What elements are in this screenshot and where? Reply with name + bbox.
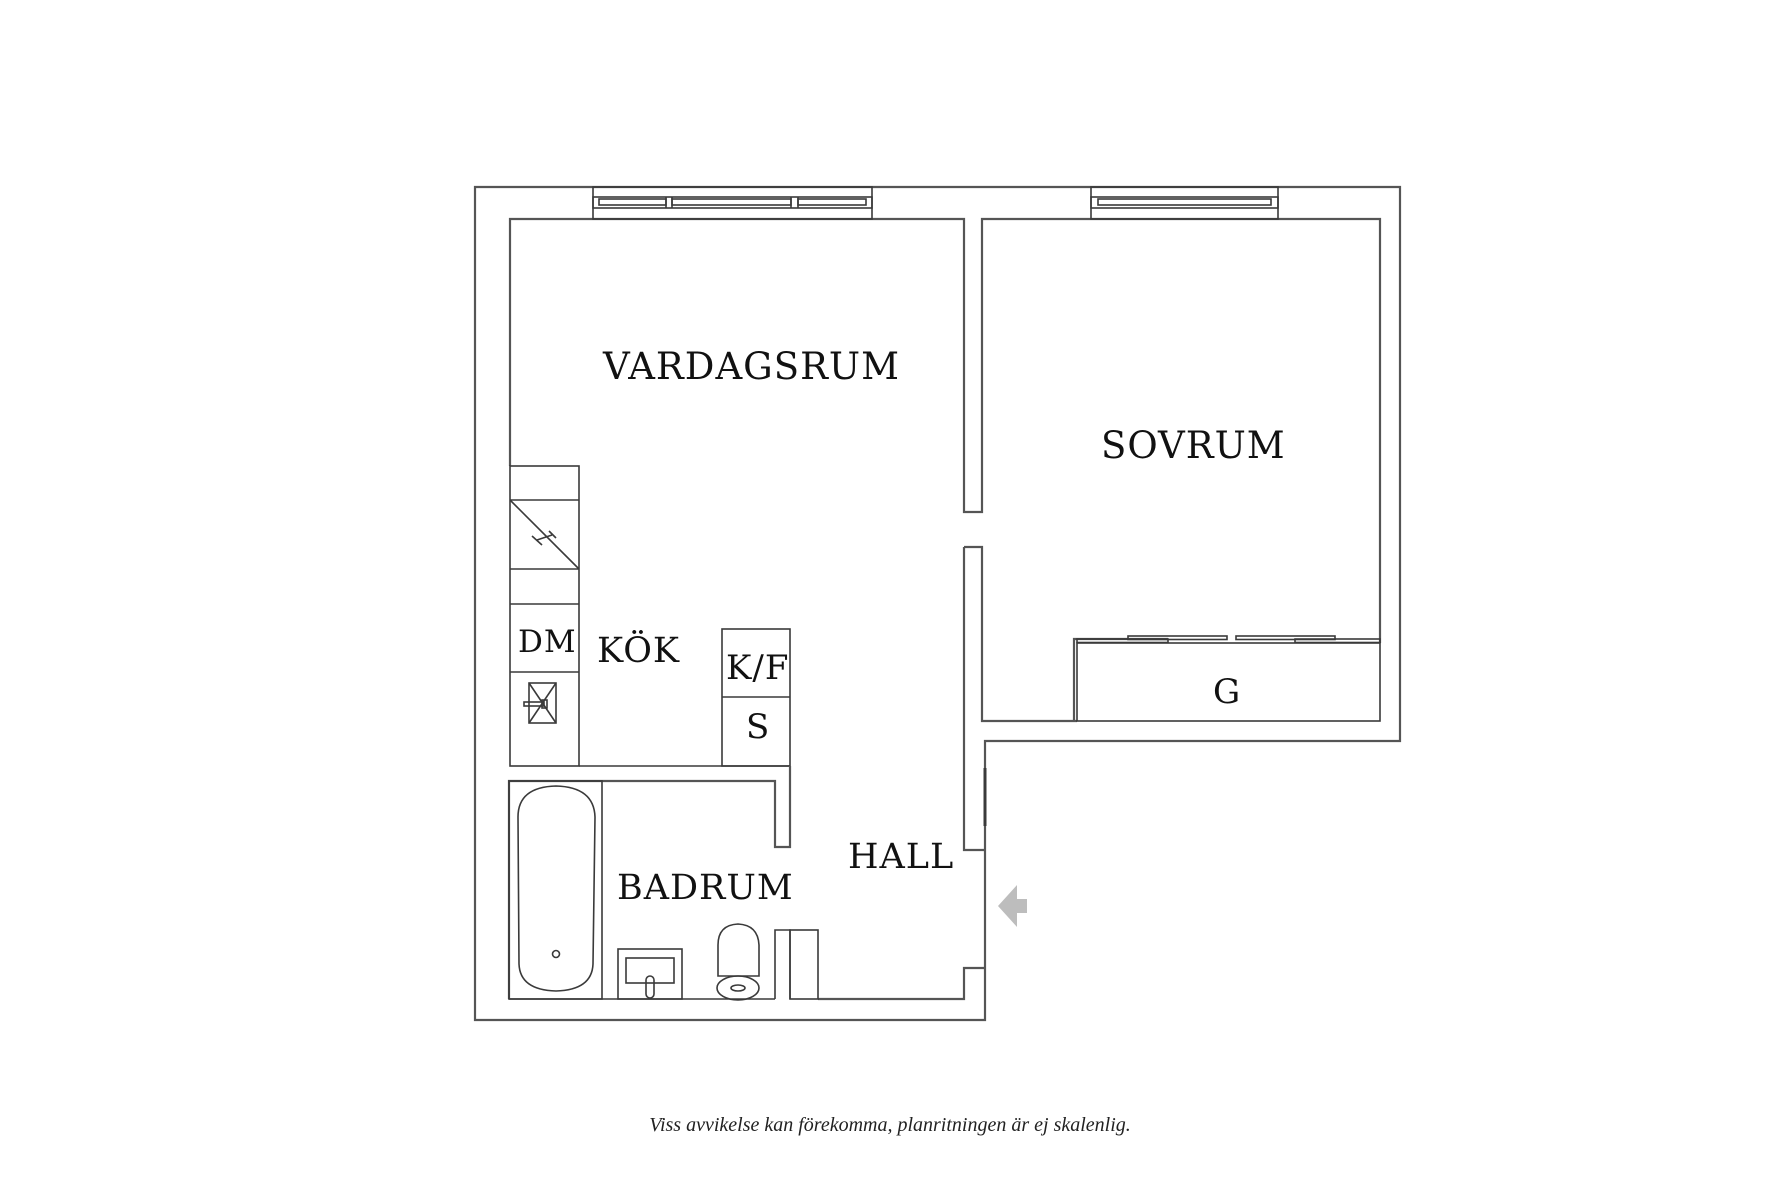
room-label-hall: HALL xyxy=(848,837,955,877)
window-living-room xyxy=(592,186,873,220)
toilet-icon xyxy=(716,923,760,1001)
stove-icon xyxy=(509,499,580,570)
disclaimer-text: Viss avvikelse kan förekomma, planritnin… xyxy=(649,1114,1131,1136)
bathroom-sink-icon xyxy=(617,948,683,1000)
fixture-label-wardrobe: G xyxy=(1213,672,1242,712)
kitchen-counter xyxy=(509,465,790,767)
room-label-kitchen: KÖK xyxy=(597,631,681,671)
room-label-bedroom: SOVRUM xyxy=(1101,424,1286,467)
entrance-arrow-icon xyxy=(998,885,1027,927)
hall-bottom-wall xyxy=(818,966,985,1001)
bedroom-bottom-wall xyxy=(1072,637,1168,721)
living-room-walls xyxy=(508,217,1382,643)
fixture-label-storage: S xyxy=(746,707,771,747)
central-wall-lower xyxy=(964,545,1077,723)
fixture-label-fridge-freezer: K/F xyxy=(726,648,790,688)
room-label-living-room: VARDAGSRUM xyxy=(603,345,901,388)
bathtub-icon xyxy=(517,785,596,992)
bathtub-frame xyxy=(508,780,603,1000)
fixture-label-dishwasher: DM xyxy=(518,624,577,660)
hall-left-stub xyxy=(962,547,985,852)
outer-wall xyxy=(473,185,1402,1022)
room-label-bathroom: BADRUM xyxy=(617,868,794,908)
window-bedroom xyxy=(1090,186,1279,220)
bathtub-drain-icon xyxy=(551,949,561,959)
kitchen-sink-icon xyxy=(523,682,557,724)
wardrobe-closet xyxy=(1076,635,1381,722)
hall-closet xyxy=(774,929,819,1000)
fridge-storage-unit xyxy=(721,628,791,767)
